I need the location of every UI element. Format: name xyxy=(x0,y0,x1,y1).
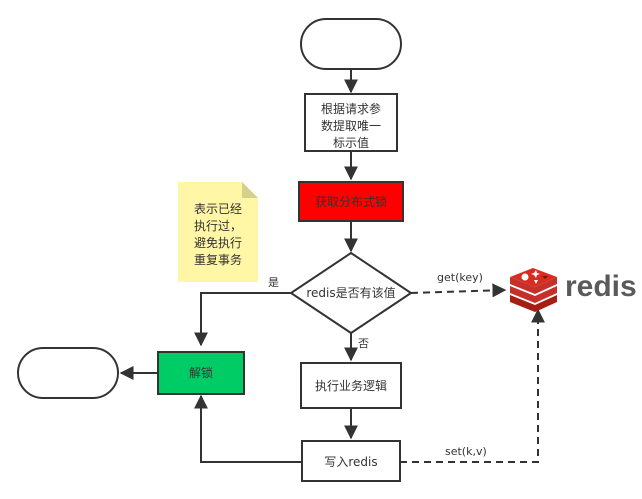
acquire-lock-label: 获取分布式锁 xyxy=(315,194,387,209)
edge-get-key xyxy=(410,283,507,298)
note-line-1: 表示已经 xyxy=(194,202,242,216)
unlock-node[interactable]: 解锁 xyxy=(157,351,245,395)
extract-id-line-2: 数提取唯一 xyxy=(321,118,381,133)
write-redis-node[interactable]: 写入redis xyxy=(301,440,401,482)
redis-logo: redis xyxy=(510,268,637,312)
redis-wordmark: redis xyxy=(565,270,637,303)
note-line-3: 避免执行 xyxy=(194,235,242,250)
sticky-note: 表示已经 执行过， 避免执行 重复事务 xyxy=(178,182,258,282)
execute-business-label: 执行业务逻辑 xyxy=(315,378,387,393)
edge-set-kv xyxy=(400,308,545,463)
redis-cube-icon xyxy=(510,268,557,312)
write-redis-label: 写入redis xyxy=(324,455,377,469)
extract-id-line-1: 根据请求参 xyxy=(321,101,381,116)
note-line-2: 执行过， xyxy=(194,219,242,233)
extract-id-line-3: 标示值 xyxy=(333,135,369,150)
decision-label: redis是否有该值 xyxy=(306,285,395,300)
edge-write-to-unlock xyxy=(194,394,302,463)
note-line-4: 重复事务 xyxy=(194,252,242,267)
acquire-lock-node[interactable]: 获取分布式锁 xyxy=(298,181,404,222)
unlock-label: 解锁 xyxy=(189,365,213,380)
start-terminator[interactable] xyxy=(300,18,402,70)
execute-business-node[interactable]: 执行业务逻辑 xyxy=(300,362,402,409)
edge-yes-to-unlock xyxy=(194,292,291,347)
set-kv-label: set(k,v) xyxy=(445,445,487,458)
get-key-label: get(key) xyxy=(437,271,483,284)
yes-label: 是 xyxy=(268,276,279,289)
end-terminator[interactable] xyxy=(17,347,119,399)
check-redis-decision[interactable]: redis是否有该值 xyxy=(289,251,413,335)
no-label: 否 xyxy=(358,337,369,350)
extract-id-node[interactable]: 根据请求参 数提取唯一 标示值 xyxy=(304,93,398,152)
